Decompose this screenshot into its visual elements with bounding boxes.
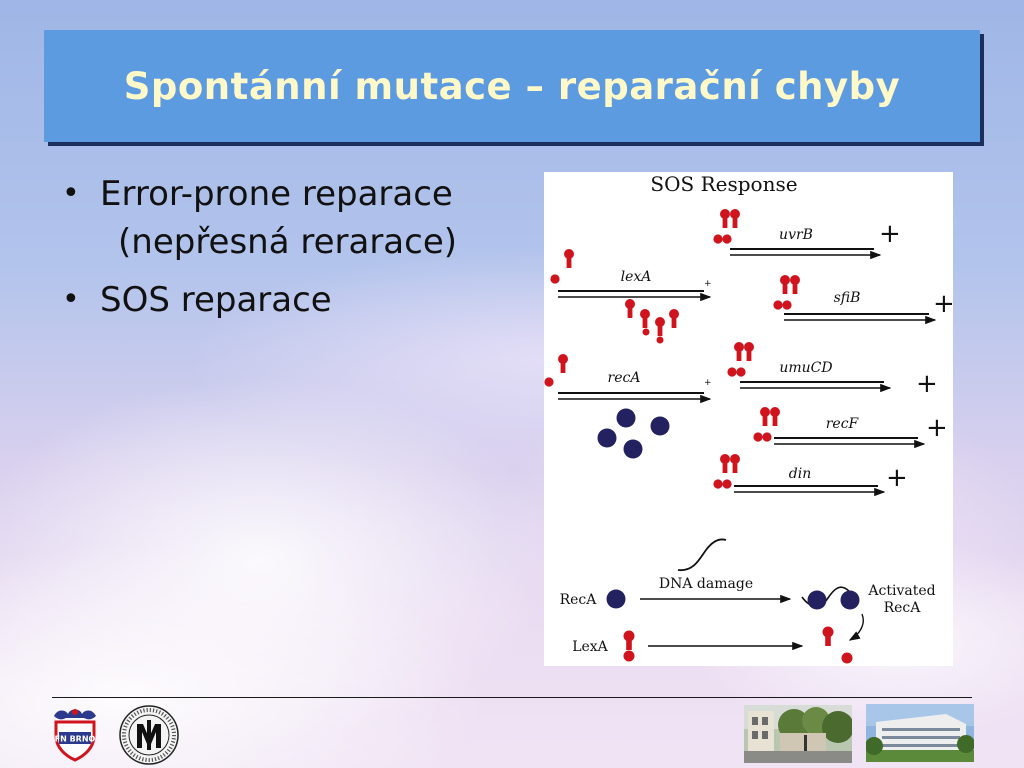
sos-mechanism: RecA DNA damage Activated RecA LexA bbox=[560, 538, 936, 664]
lexa-cleaved-icon bbox=[822, 626, 853, 664]
plus-sign-small: + bbox=[704, 378, 712, 388]
figure-title: SOS Response bbox=[650, 172, 797, 196]
reca-activated-icon bbox=[807, 590, 827, 610]
bullet-text: SOS reparace bbox=[100, 280, 332, 320]
lexa-repressor-cluster bbox=[625, 299, 679, 344]
gene-label-recf: recF bbox=[826, 416, 860, 432]
gene-lexa: lexA + bbox=[550, 249, 712, 344]
plus-sign: + bbox=[933, 289, 953, 319]
bullet-dot: • bbox=[62, 282, 80, 317]
bullet-item-2: • SOS reparace bbox=[62, 276, 542, 324]
slide-title: Spontánní mutace – reparační chyby bbox=[123, 64, 901, 108]
activated-label: RecA bbox=[884, 600, 922, 616]
gene-sfib: sfiB + bbox=[773, 275, 953, 325]
footer-divider bbox=[52, 697, 972, 698]
reca-label: RecA bbox=[560, 592, 598, 608]
gene-uvrb: uvrB + bbox=[713, 209, 901, 260]
hospital-photo-street bbox=[744, 705, 852, 763]
bullet-text: Error-prone reparace bbox=[100, 174, 453, 214]
dna-damage-label: DNA damage bbox=[659, 576, 753, 592]
gene-label-umucd: umuCD bbox=[779, 360, 832, 376]
gene-din: din + bbox=[713, 454, 908, 497]
cleavage-arrow bbox=[848, 613, 864, 641]
bullet-dot: • bbox=[62, 176, 80, 211]
bullet-item-1: • Error-prone reparace (nepřesná rerarac… bbox=[62, 170, 542, 266]
lexa-label: LexA bbox=[572, 639, 608, 655]
damaged-dna-icon bbox=[677, 538, 727, 571]
logo-text: FN BRNO bbox=[55, 735, 96, 744]
gene-label-reca: recA bbox=[608, 370, 641, 386]
plus-sign: + bbox=[926, 413, 948, 443]
plus-sign: + bbox=[879, 219, 901, 249]
activated-label: Activated bbox=[867, 583, 935, 599]
gene-label-din: din bbox=[789, 466, 811, 482]
gene-label-lexa: lexA bbox=[621, 269, 652, 285]
sos-response-figure: SOS Response lexA + recA bbox=[544, 172, 953, 666]
fn-brno-logo: FN BRNO bbox=[54, 709, 96, 762]
plus-sign: + bbox=[916, 369, 938, 399]
gene-umucd: umuCD + bbox=[727, 342, 938, 399]
bullet-list: • Error-prone reparace (nepřesná rerarac… bbox=[62, 170, 542, 334]
hospital-photo-building bbox=[866, 704, 974, 762]
lexa-repressor-icon bbox=[623, 630, 635, 662]
reca-protein-cluster bbox=[597, 408, 670, 459]
gene-reca: recA + bbox=[544, 354, 712, 459]
plus-sign: + bbox=[886, 463, 908, 493]
title-bar: Spontánní mutace – reparační chyby bbox=[44, 30, 980, 142]
gene-label-sfib: sfiB bbox=[834, 290, 861, 306]
gene-recf: recF + bbox=[753, 407, 948, 449]
reca-inactive-icon bbox=[606, 589, 626, 609]
reca-activated-icon bbox=[840, 590, 860, 610]
gene-label-uvrb: uvrB bbox=[779, 227, 813, 243]
university-seal-logo bbox=[119, 705, 179, 765]
bullet-subtext: (nepřesná rerarace) bbox=[118, 222, 458, 262]
sos-diagram: SOS Response lexA + recA bbox=[544, 172, 953, 664]
plus-sign-small: + bbox=[704, 279, 712, 289]
